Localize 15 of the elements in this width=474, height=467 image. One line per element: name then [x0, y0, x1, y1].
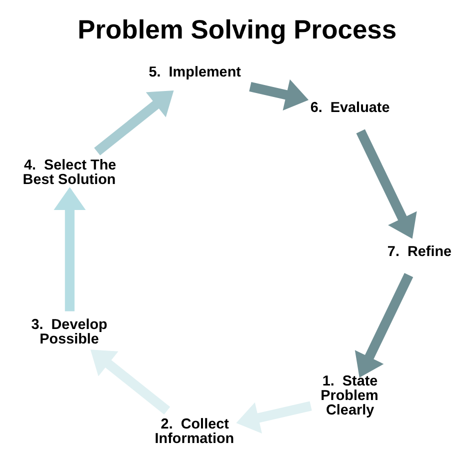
arrow: [94, 90, 174, 155]
arrow: [249, 78, 309, 110]
node-text: 7. Refine: [387, 243, 452, 260]
node-text: 3. Develop Possible: [31, 316, 108, 347]
node-text: 5. Implement: [148, 64, 241, 80]
arrow: [236, 400, 312, 434]
node-text: 2. Collect Information: [154, 416, 234, 446]
diagram-title: Problem Solving Process: [78, 14, 397, 44]
node-text: 1. State Problem Clearly: [320, 373, 378, 418]
arrow: [356, 128, 417, 238]
arrow: [54, 186, 86, 311]
arrow: [354, 272, 414, 378]
node-text: 6. Evaluate: [310, 100, 390, 116]
node-text: 4. Select The Best Solution: [22, 156, 116, 188]
arrow: [90, 349, 170, 414]
